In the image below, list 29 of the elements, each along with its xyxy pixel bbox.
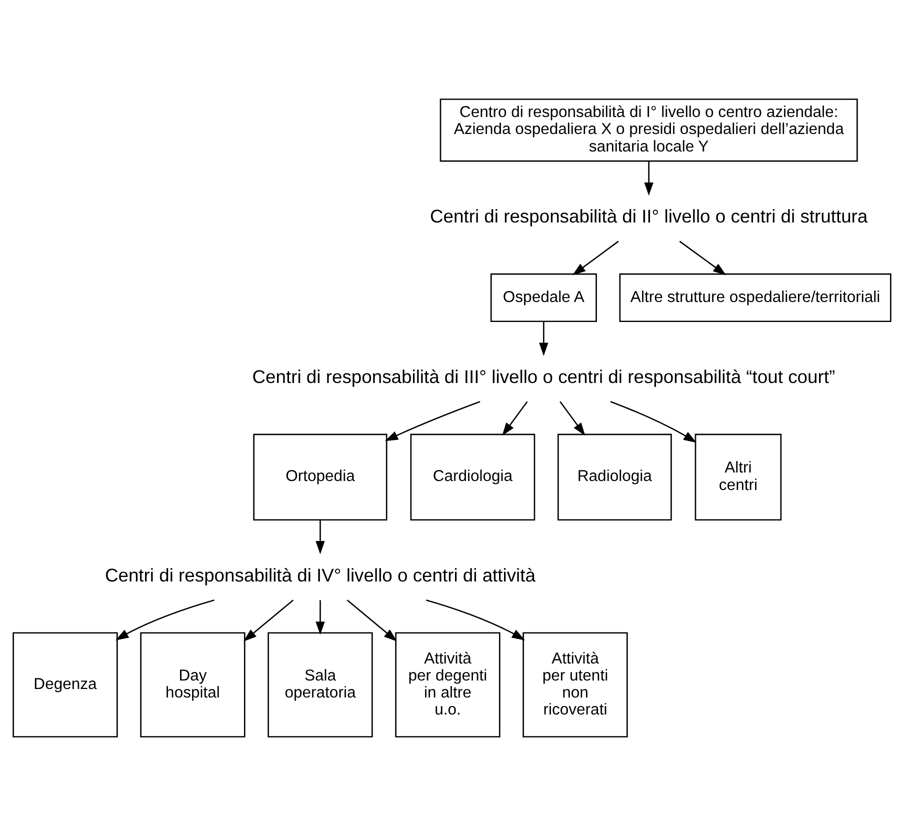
node-box: Altri centri	[694, 434, 782, 521]
arrow	[115, 599, 214, 640]
arrow	[426, 599, 525, 640]
arrow	[316, 520, 325, 554]
node-box: Centro di responsabilità di I° livello o centro aziendale: Azienda ospedaliera X o presidi ospedalieri dell’azienda sanitaria locale Y	[440, 98, 858, 162]
node-text: Centri di responsabilità di II° livello o centri di struttura	[430, 205, 868, 226]
node-box: Attività per degenti in altre u.o.	[395, 632, 500, 738]
node-box: Attività per utenti non ricoverati	[522, 632, 628, 738]
node-box: Altre strutture ospedaliere/territoriali	[619, 273, 892, 322]
arrow	[539, 321, 548, 356]
arrow	[560, 401, 586, 436]
node-box: Cardiologia	[410, 434, 536, 521]
arrow	[502, 401, 528, 436]
arrow	[316, 600, 325, 635]
arrow	[572, 240, 619, 276]
node-box: Day hospital	[140, 632, 246, 738]
node-box: Ospedale A	[490, 273, 597, 322]
arrow	[610, 400, 697, 443]
node-box: Radiologia	[557, 434, 672, 521]
arrow	[243, 600, 294, 642]
arrow	[346, 600, 398, 642]
node-text: Centri di responsabilità di III° livello o centri di responsabilità “tout court”	[252, 366, 836, 387]
arrow	[384, 401, 480, 442]
node-box: Sala operatoria	[268, 632, 373, 738]
arrow	[644, 161, 654, 196]
node-box: Ortopedia	[253, 434, 388, 521]
arrow	[679, 240, 726, 276]
node-box: Degenza	[12, 632, 118, 738]
node-text: Centri di responsabilità di IV° livello o centri di attività	[104, 564, 536, 586]
